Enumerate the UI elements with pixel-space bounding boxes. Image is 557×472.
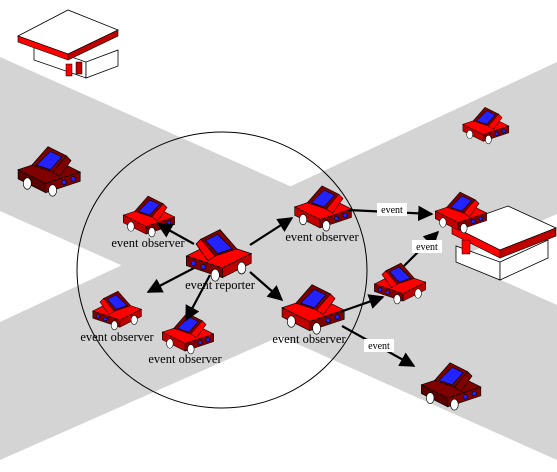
node-labels: event observer event observer event repo… — [80, 230, 359, 366]
arrow-to-upper-left-observer — [156, 223, 195, 245]
label-lower-left-observer: event observer — [80, 330, 154, 344]
arrow-to-upper-right-observer — [249, 217, 294, 246]
car-top-right — [462, 106, 510, 145]
event-message-middle: event — [412, 240, 442, 253]
car-bottom-right — [420, 362, 482, 411]
event-label-middle: event — [416, 242, 438, 253]
label-upper-left-observer: event observer — [111, 236, 185, 250]
road-intersection — [0, 57, 557, 460]
road-diagonal-up — [0, 62, 557, 460]
communication-range-circle — [76, 131, 368, 409]
arrow-to-lower-left-observer — [146, 267, 195, 293]
car-left-parked — [17, 146, 82, 197]
event-label-bottom: event — [368, 341, 390, 352]
arrow-to-lower-mid-observer — [185, 274, 211, 322]
event-message-bottom: event — [364, 339, 394, 352]
car-observer-lower-left — [92, 290, 143, 331]
car-observer-lower-right — [281, 284, 346, 335]
event-message-top: event — [377, 203, 407, 216]
label-upper-right-observer: event observer — [285, 230, 359, 244]
car-relay-middle — [373, 262, 427, 305]
car-near-store — [434, 191, 488, 234]
store-building-icon — [450, 205, 557, 281]
event-label-top: event — [381, 205, 403, 216]
gas-station-icon — [17, 9, 119, 79]
cars-layer — [17, 106, 510, 411]
car-observer-upper-right — [293, 185, 353, 232]
arrow-to-lower-right-observer — [249, 271, 284, 302]
car-observer-upper-left — [122, 195, 176, 238]
label-lower-mid-observer: event observer — [148, 352, 222, 366]
arrow-relay-to-middle-car — [339, 294, 385, 314]
label-lower-right-observer: event observer — [272, 332, 346, 346]
car-event-reporter — [185, 229, 253, 282]
label-event-reporter: event reporter — [185, 278, 256, 292]
